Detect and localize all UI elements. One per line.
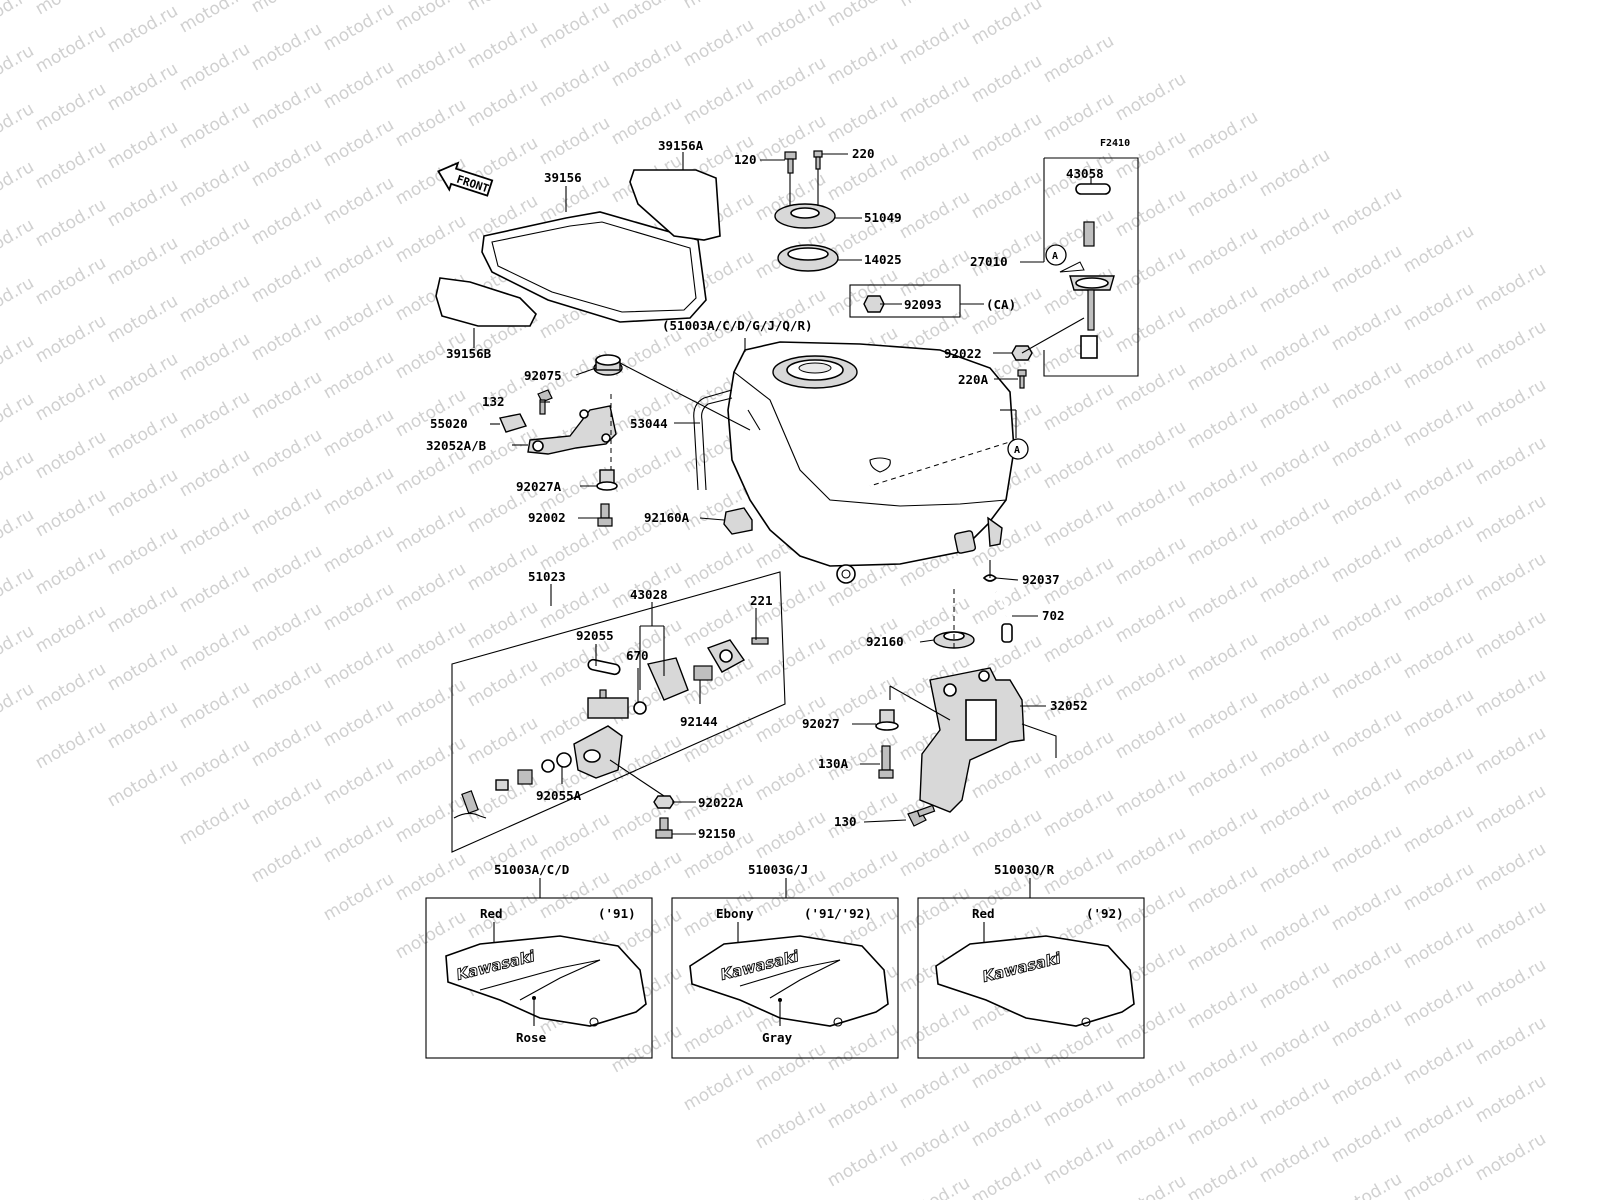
callout-39156B: 39156B (446, 346, 492, 361)
callout-51049: 51049 (864, 210, 902, 225)
damper-92160 (933, 631, 975, 649)
callout-92150: 92150 (698, 826, 736, 841)
variant-code: 51003Q/R (994, 862, 1055, 877)
callout-labels: 39156 39156A 39156B 120 220 51049 14025 … (426, 138, 1104, 841)
callout-220A: 220A (958, 372, 989, 387)
callout-tank-group: (51003A/C/D/G/J/Q/R) (662, 318, 813, 333)
callout-27010: 27010 (970, 254, 1008, 269)
hose-53044 (693, 389, 733, 491)
variant-code: 51003G/J (748, 862, 808, 877)
callout-702: 702 (1042, 608, 1065, 623)
pad-39156B (435, 277, 537, 327)
ref-a-label: A (1052, 251, 1058, 262)
variant-code: 51003A/C/D (494, 862, 569, 877)
callout-221: 221 (750, 593, 773, 608)
variant-year: ('91) (598, 906, 636, 921)
bolt-220A (1017, 369, 1027, 389)
nut-92093-box (849, 284, 961, 318)
front-arrow-icon: FRONT (437, 161, 494, 197)
callout-53044: 53044 (630, 416, 668, 431)
damper-92075 (593, 354, 623, 376)
screw-220 (813, 150, 823, 170)
callout-92022: 92022 (944, 346, 982, 361)
callout-92002: 92002 (528, 510, 566, 525)
fuel-tap-box-51023 (451, 571, 786, 853)
cushion-92160A (723, 507, 753, 535)
hose-702 (995, 590, 1013, 643)
callout-92160A: 92160A (644, 510, 690, 525)
callout-14025: 14025 (864, 252, 902, 267)
callout-55020: 55020 (430, 416, 468, 431)
sender-box-27010: A (1043, 157, 1139, 377)
callout-92093: 92093 (904, 297, 942, 312)
callout-32052: 32052 (1050, 698, 1088, 713)
collar-55020 (499, 413, 527, 433)
callout-32052AB: 32052A/B (426, 438, 487, 453)
callout-39156: 39156 (544, 170, 582, 185)
variant-bottom-color: Gray (762, 1030, 793, 1045)
bolt-132 (537, 389, 553, 415)
variant-panel-1: 51003A/C/D ('91) Red Kawasaki Rose (425, 862, 653, 1059)
bracket-32052AB (527, 405, 617, 455)
collar-92027 (875, 709, 899, 731)
fuel-tank (727, 341, 1015, 584)
callout-51023: 51023 (528, 569, 566, 584)
variant-panel-2: 51003G/J ('91/'92) Ebony Kawasaki Gray (671, 862, 899, 1059)
bolt-92150 (655, 817, 673, 839)
callout-220: 220 (852, 146, 875, 161)
cap-plate-51049 (774, 203, 836, 229)
callout-130: 130 (834, 814, 857, 829)
callout-92055: 92055 (576, 628, 614, 643)
callout-120: 120 (734, 152, 757, 167)
figure-code: F2410 (1100, 138, 1130, 149)
callout-92160: 92160 (866, 634, 904, 649)
variant-year: ('92) (1086, 906, 1124, 921)
washer-92022A (653, 795, 675, 809)
ref-a-label-2: A (1014, 445, 1020, 456)
screw-120 (784, 151, 797, 174)
seat-pad-39156 (481, 211, 707, 323)
pad-39156A (629, 169, 721, 241)
variant-top-color: Ebony (716, 906, 754, 921)
bolt-92002 (597, 503, 613, 527)
callout-92144: 92144 (680, 714, 718, 729)
callout-92075: 92075 (524, 368, 562, 383)
callout-39156A: 39156A (658, 138, 704, 153)
bracket-32052 (919, 667, 1057, 813)
bolt-130A (878, 745, 894, 779)
variant-year: ('91/'92) (804, 906, 872, 921)
callout-ca: (CA) (986, 297, 1016, 312)
ref-a-marker (1007, 438, 1029, 460)
variant-top-color: Red (972, 906, 995, 921)
callout-92037: 92037 (1022, 572, 1060, 587)
callout-43058: 43058 (1066, 166, 1104, 181)
variant-panel-3: 51003Q/R ('92) Red Kawasaki (917, 862, 1145, 1059)
callout-92027A: 92027A (516, 479, 562, 494)
callout-132: 132 (482, 394, 505, 409)
variant-top-color: Red (480, 906, 503, 921)
leader-lines (473, 152, 1092, 835)
gasket-14025 (777, 244, 839, 272)
callout-92022A: 92022A (698, 795, 744, 810)
callout-130A: 130A (818, 756, 849, 771)
callout-92055A: 92055A (536, 788, 582, 803)
callout-670: 670 (626, 648, 649, 663)
collar-92027A (596, 469, 618, 491)
callout-43028: 43028 (630, 587, 668, 602)
callout-92027: 92027 (802, 716, 840, 731)
variant-bottom-color: Rose (516, 1030, 547, 1045)
bolt-130 (907, 804, 936, 827)
